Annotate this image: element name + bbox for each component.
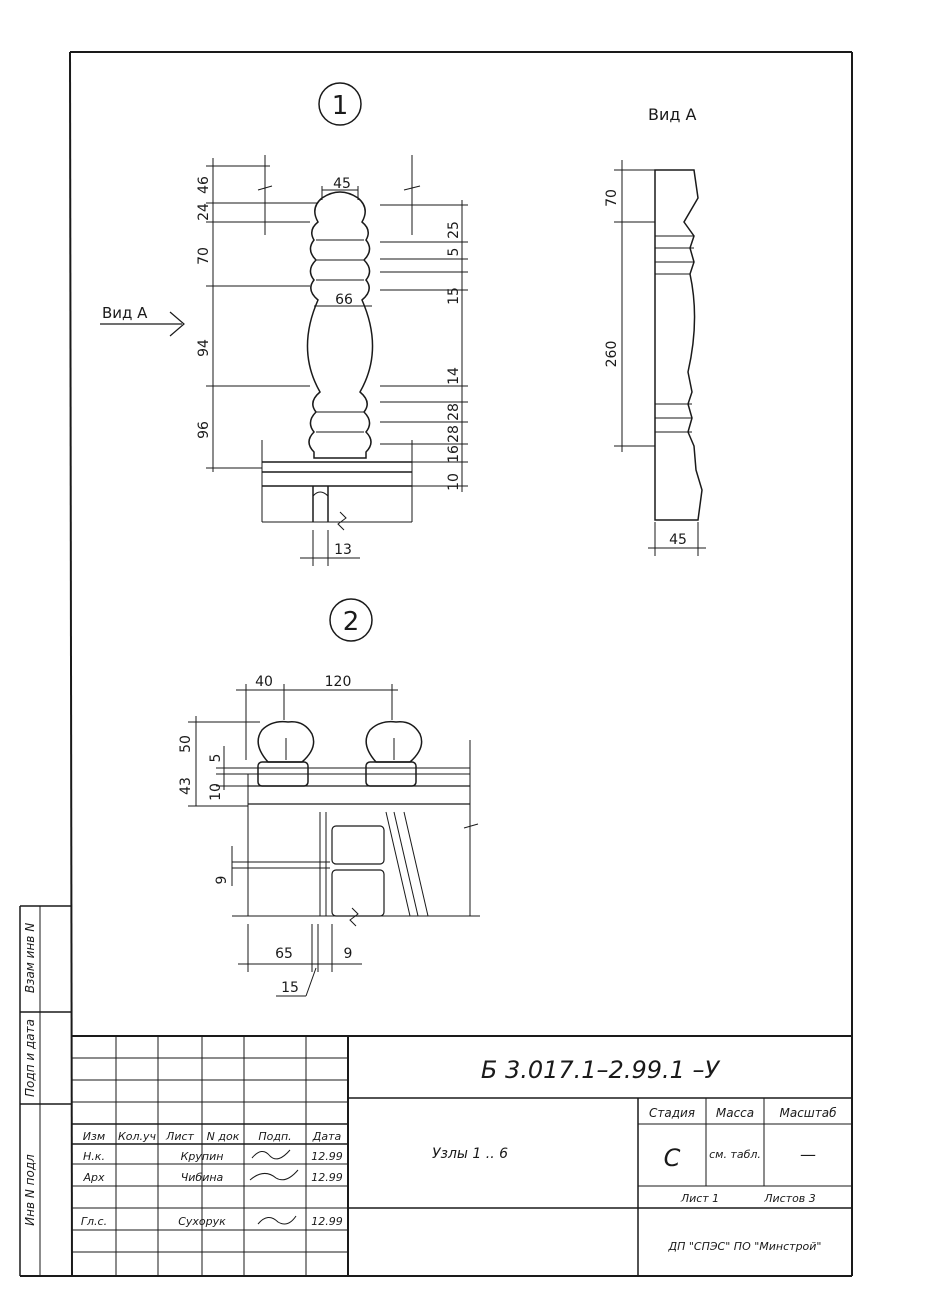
row3-date: 12.99 [311,1215,343,1228]
signature-1 [251,1149,291,1160]
dim-24: 24 [196,203,212,221]
view-a-title: Вид А [648,105,697,124]
node2-dim-120: 120 [325,674,352,690]
node2-dim-9-left: 9 [214,876,230,885]
row2-date: 12.99 [311,1171,343,1184]
title-block: Изм Кол.уч Лист N док Подп. Дата Н.к. Кр… [72,1035,852,1276]
stage-value: С [664,1144,681,1172]
view-a-dim-45: 45 [669,532,687,548]
node2-dim-43: 43 [178,777,194,795]
dim-10: 10 [446,473,462,491]
organization: ДП "СПЭС" ПО "Минстрой" [668,1240,822,1253]
scale-header: Масштаб [779,1106,837,1120]
sheets-total: Листов 3 [763,1192,816,1205]
node2-dim-50: 50 [178,735,194,753]
node2-dim-40: 40 [255,674,273,690]
sheet-number: Лист 1 [680,1192,719,1205]
node-1-marker: 1 [332,91,349,121]
baluster-outline [306,191,374,459]
node-1-detail: 1 46 24 70 94 96 [100,82,468,566]
hdr-podp: Подп. [258,1130,291,1143]
stamp-podp: Подп и дата [23,1019,37,1097]
view-a-detail: Вид А 70 260 45 [604,105,706,556]
dim-15: 15 [446,287,462,305]
dim-13: 13 [334,542,352,558]
mass-value: см. табл. [709,1148,761,1161]
node2-dim-15: 15 [281,980,299,996]
hdr-kol: Кол.уч [118,1130,157,1143]
view-a-arrow-label: Вид А [102,304,148,322]
node-2-detail: 2 40 120 [178,598,480,997]
node2-dim-10: 10 [208,783,224,801]
row1-role: Н.к. [83,1150,105,1163]
dim-16: 16 [446,445,462,463]
hdr-list: Лист [165,1130,194,1143]
node-2-marker: 2 [343,607,360,637]
dim-14: 14 [446,367,462,385]
mass-header: Масса [716,1106,754,1120]
node2-dim-65: 65 [275,946,293,962]
stamp-inv: Инв N подл [23,1154,37,1226]
row2-role: Арх [82,1171,105,1184]
row1-date: 12.99 [311,1150,343,1163]
signature-3 [257,1215,297,1225]
designation: Б 3.017.1–2.99.1 –У [481,1056,721,1084]
node2-dim-5: 5 [208,754,224,763]
dim-66: 66 [335,292,353,308]
signature-2 [249,1169,299,1181]
stage-header: Стадия [649,1106,695,1120]
hdr-izm: Изм [83,1130,105,1143]
scale-value: — [800,1145,816,1164]
side-stamp: Взам инв N Подп и дата Инв N подл [19,905,72,1276]
dim-45: 45 [333,176,351,192]
dim-70: 70 [196,247,212,265]
dim-28b: 28 [446,425,462,443]
dim-25: 25 [446,221,462,239]
row3-role: Гл.с. [81,1215,107,1228]
dim-28a: 28 [446,403,462,421]
row1-name: Крупин [181,1150,224,1163]
sheet-frame [20,51,853,1277]
drawing-name: Узлы 1 .. 6 [432,1146,508,1162]
node2-dim-9-bottom: 9 [344,946,353,962]
hdr-ndok: N док [207,1130,240,1143]
dim-94: 94 [196,339,212,357]
view-a-dim-70: 70 [604,189,620,207]
stamp-vzam: Взам инв N [23,923,37,993]
dim-5: 5 [446,248,462,257]
dim-96: 96 [196,421,212,439]
view-a-dim-260: 260 [604,341,620,368]
row2-name: Чибина [181,1171,224,1184]
hdr-data: Дата [312,1130,342,1143]
row3-name: Сухорук [178,1215,226,1228]
dim-46: 46 [196,176,212,194]
